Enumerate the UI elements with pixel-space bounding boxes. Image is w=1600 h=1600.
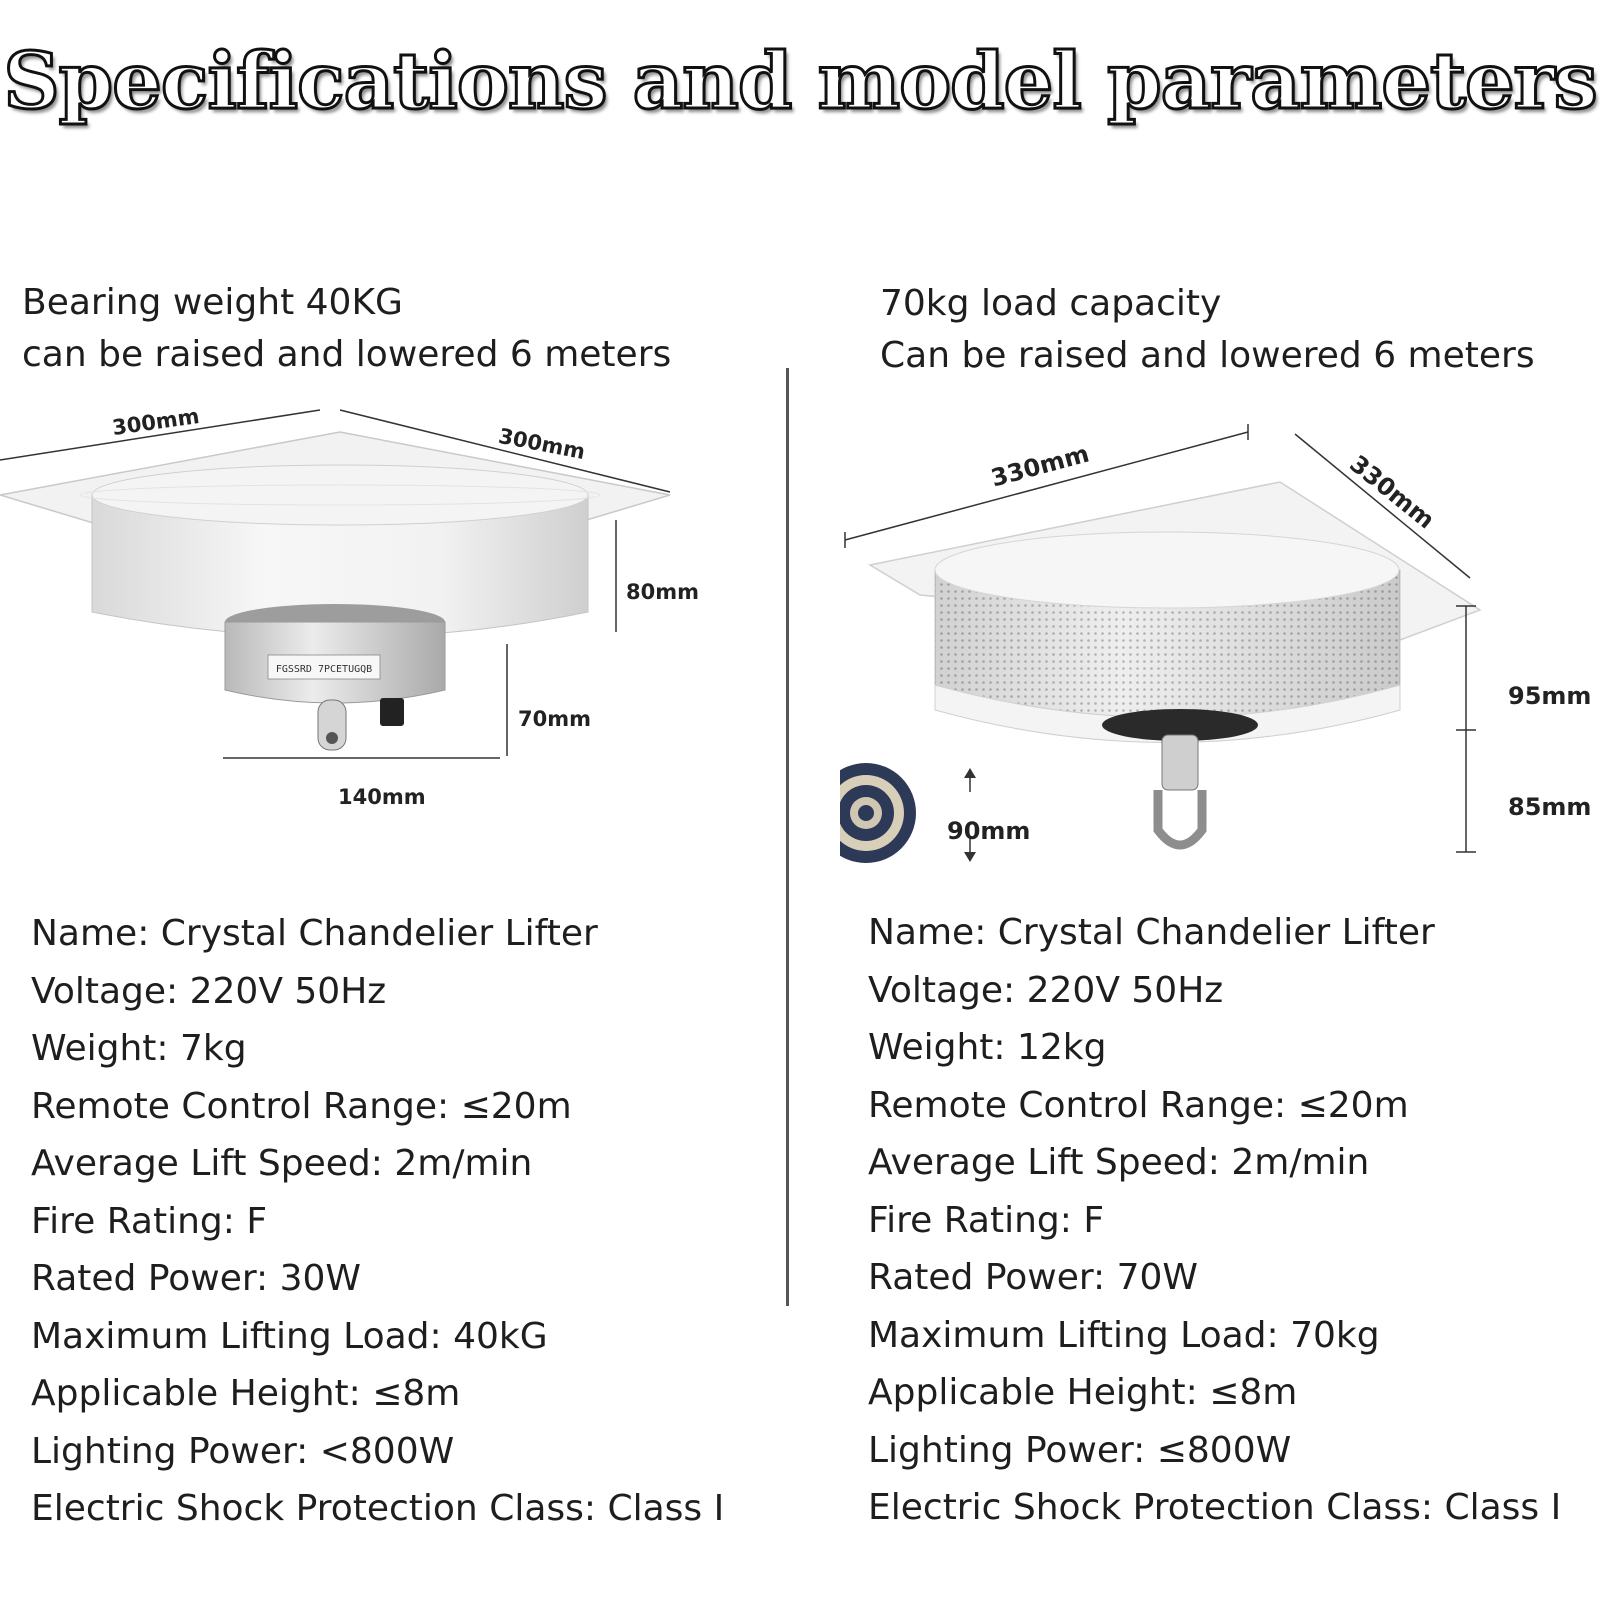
page-title: Specifications and model parameters [2,35,1599,129]
spec-item: Lighting Power: <800W [31,1430,455,1472]
left-dim-body-height: 80mm [626,580,699,604]
left-spec-list: Name: Crystal Chandelier Lifter Voltage:… [31,905,724,1538]
right-dim-ring-size: 90mm [947,817,1031,845]
spec-item: Electric Shock Protection Class: Class I [31,1488,725,1529]
right-intro: 70kg load capacity Can be raised and low… [880,278,1535,382]
left-product-image: FGSSRD 7PCETUGQB [0,409,671,759]
spec-item: Electric Shock Protection Class: Class I [868,1487,1562,1528]
spec-item: Fire Rating: F [868,1199,1105,1241]
spec-item: Remote Control Range: ≤20m [31,1085,572,1127]
spec-item: Name: Crystal Chandelier Lifter [31,913,598,954]
left-intro-line: Bearing weight 40KG [22,282,403,323]
spec-item: Fire Rating: F [31,1200,268,1242]
right-product-image [840,424,1482,863]
spec-item: Applicable Height: ≤8m [868,1372,1298,1413]
spec-item: Rated Power: 70W [868,1257,1199,1298]
spec-item: Voltage: 220V 50Hz [868,969,1224,1011]
spec-item: Voltage: 220V 50Hz [31,970,387,1012]
left-dim-motor-width: 140mm [338,785,426,809]
right-dim-body-height: 95mm [1508,682,1592,710]
spec-item: Lighting Power: ≤800W [868,1429,1292,1471]
right-intro-line: 70kg load capacity [880,283,1222,324]
spec-item: Average Lift Speed: 2m/min [31,1143,533,1184]
left-intro-line: can be raised and lowered 6 meters [22,334,672,375]
spec-item: Weight: 7kg [31,1028,247,1069]
motor-label-text: FGSSRD 7PCETUGQB [276,664,372,675]
spec-item: Rated Power: 30W [31,1258,362,1299]
left-intro: Bearing weight 40KG can be raised and lo… [22,277,671,381]
spec-item: Maximum Lifting Load: 40kG [31,1315,548,1357]
right-dim-hook-height: 85mm [1508,793,1592,821]
right-intro-line: Can be raised and lowered 6 meters [880,335,1535,376]
spec-item: Weight: 12kg [868,1027,1107,1068]
left-dim-motor-height: 70mm [518,707,591,731]
spec-item: Applicable Height: ≤8m [31,1373,461,1414]
spec-item: Name: Crystal Chandelier Lifter [868,912,1435,953]
spec-item: Remote Control Range: ≤20m [868,1084,1409,1126]
column-divider [786,368,789,1306]
spec-item: Maximum Lifting Load: 70kg [868,1314,1380,1356]
right-spec-list: Name: Crystal Chandelier Lifter Voltage:… [868,904,1561,1537]
spec-item: Average Lift Speed: 2m/min [868,1142,1370,1183]
motor-label-plate [267,654,381,680]
